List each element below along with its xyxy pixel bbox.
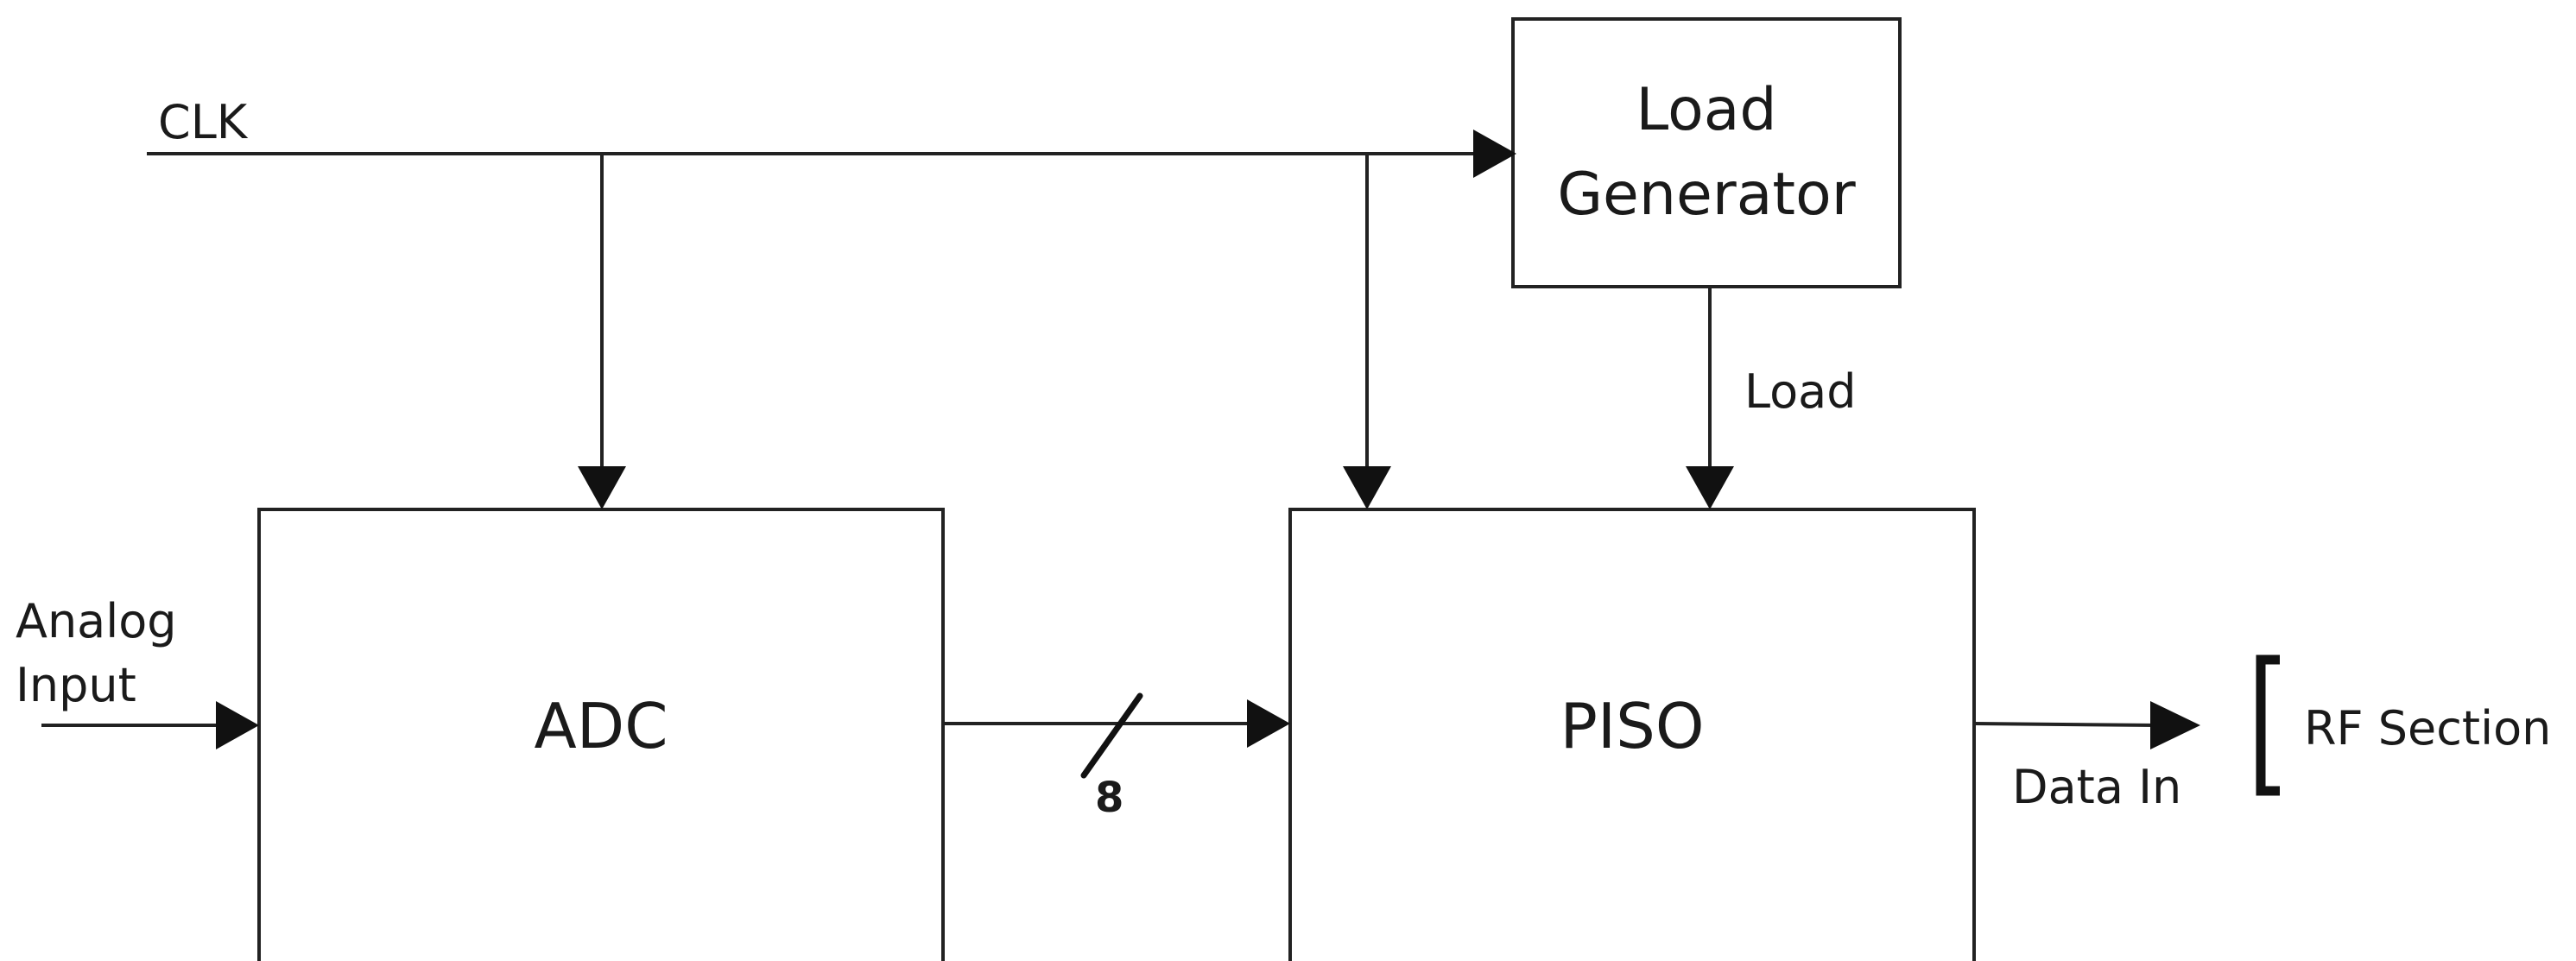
rf-section-bracket (2256, 654, 2280, 796)
adc-label: ADC (535, 690, 668, 762)
bus-width-slash (1080, 692, 1143, 779)
clk-to-adc-arrow (578, 466, 626, 509)
analog-input-arrow (216, 701, 259, 749)
bus-width-label: 8 (1095, 774, 1123, 822)
piso-label: PISO (1560, 690, 1704, 762)
rf-section-label: RF Section (2304, 701, 2551, 756)
load-generator-label-line2: Generator (1557, 161, 1855, 229)
analog-input-label-line2: Input (16, 658, 136, 712)
clk-to-piso-wire (1343, 154, 1391, 509)
clk-to-load-generator-arrow (1473, 130, 1516, 178)
clk-to-adc-wire (578, 154, 626, 509)
clk-wire (147, 130, 1516, 178)
piso-block: PISO (1288, 508, 1976, 961)
load-arrow (1686, 466, 1734, 509)
clk-label: CLK (158, 95, 249, 149)
load-signal-label: Load (1744, 364, 1857, 419)
data-in-wire (1973, 701, 2200, 749)
adc-block: ADC (257, 508, 945, 961)
bus-arrow (1247, 699, 1290, 748)
load-generator-block: Load Generator (1511, 17, 1902, 288)
clk-to-piso-arrow (1343, 466, 1391, 509)
data-in-label: Data In (2012, 760, 2181, 814)
analog-input-label-line1: Analog (16, 594, 177, 648)
adc-to-piso-bus (943, 692, 1290, 779)
load-wire (1686, 287, 1734, 509)
load-generator-label-line1: Load (1636, 76, 1776, 144)
data-in-arrow (2150, 701, 2200, 749)
analog-input-wire (41, 701, 259, 749)
